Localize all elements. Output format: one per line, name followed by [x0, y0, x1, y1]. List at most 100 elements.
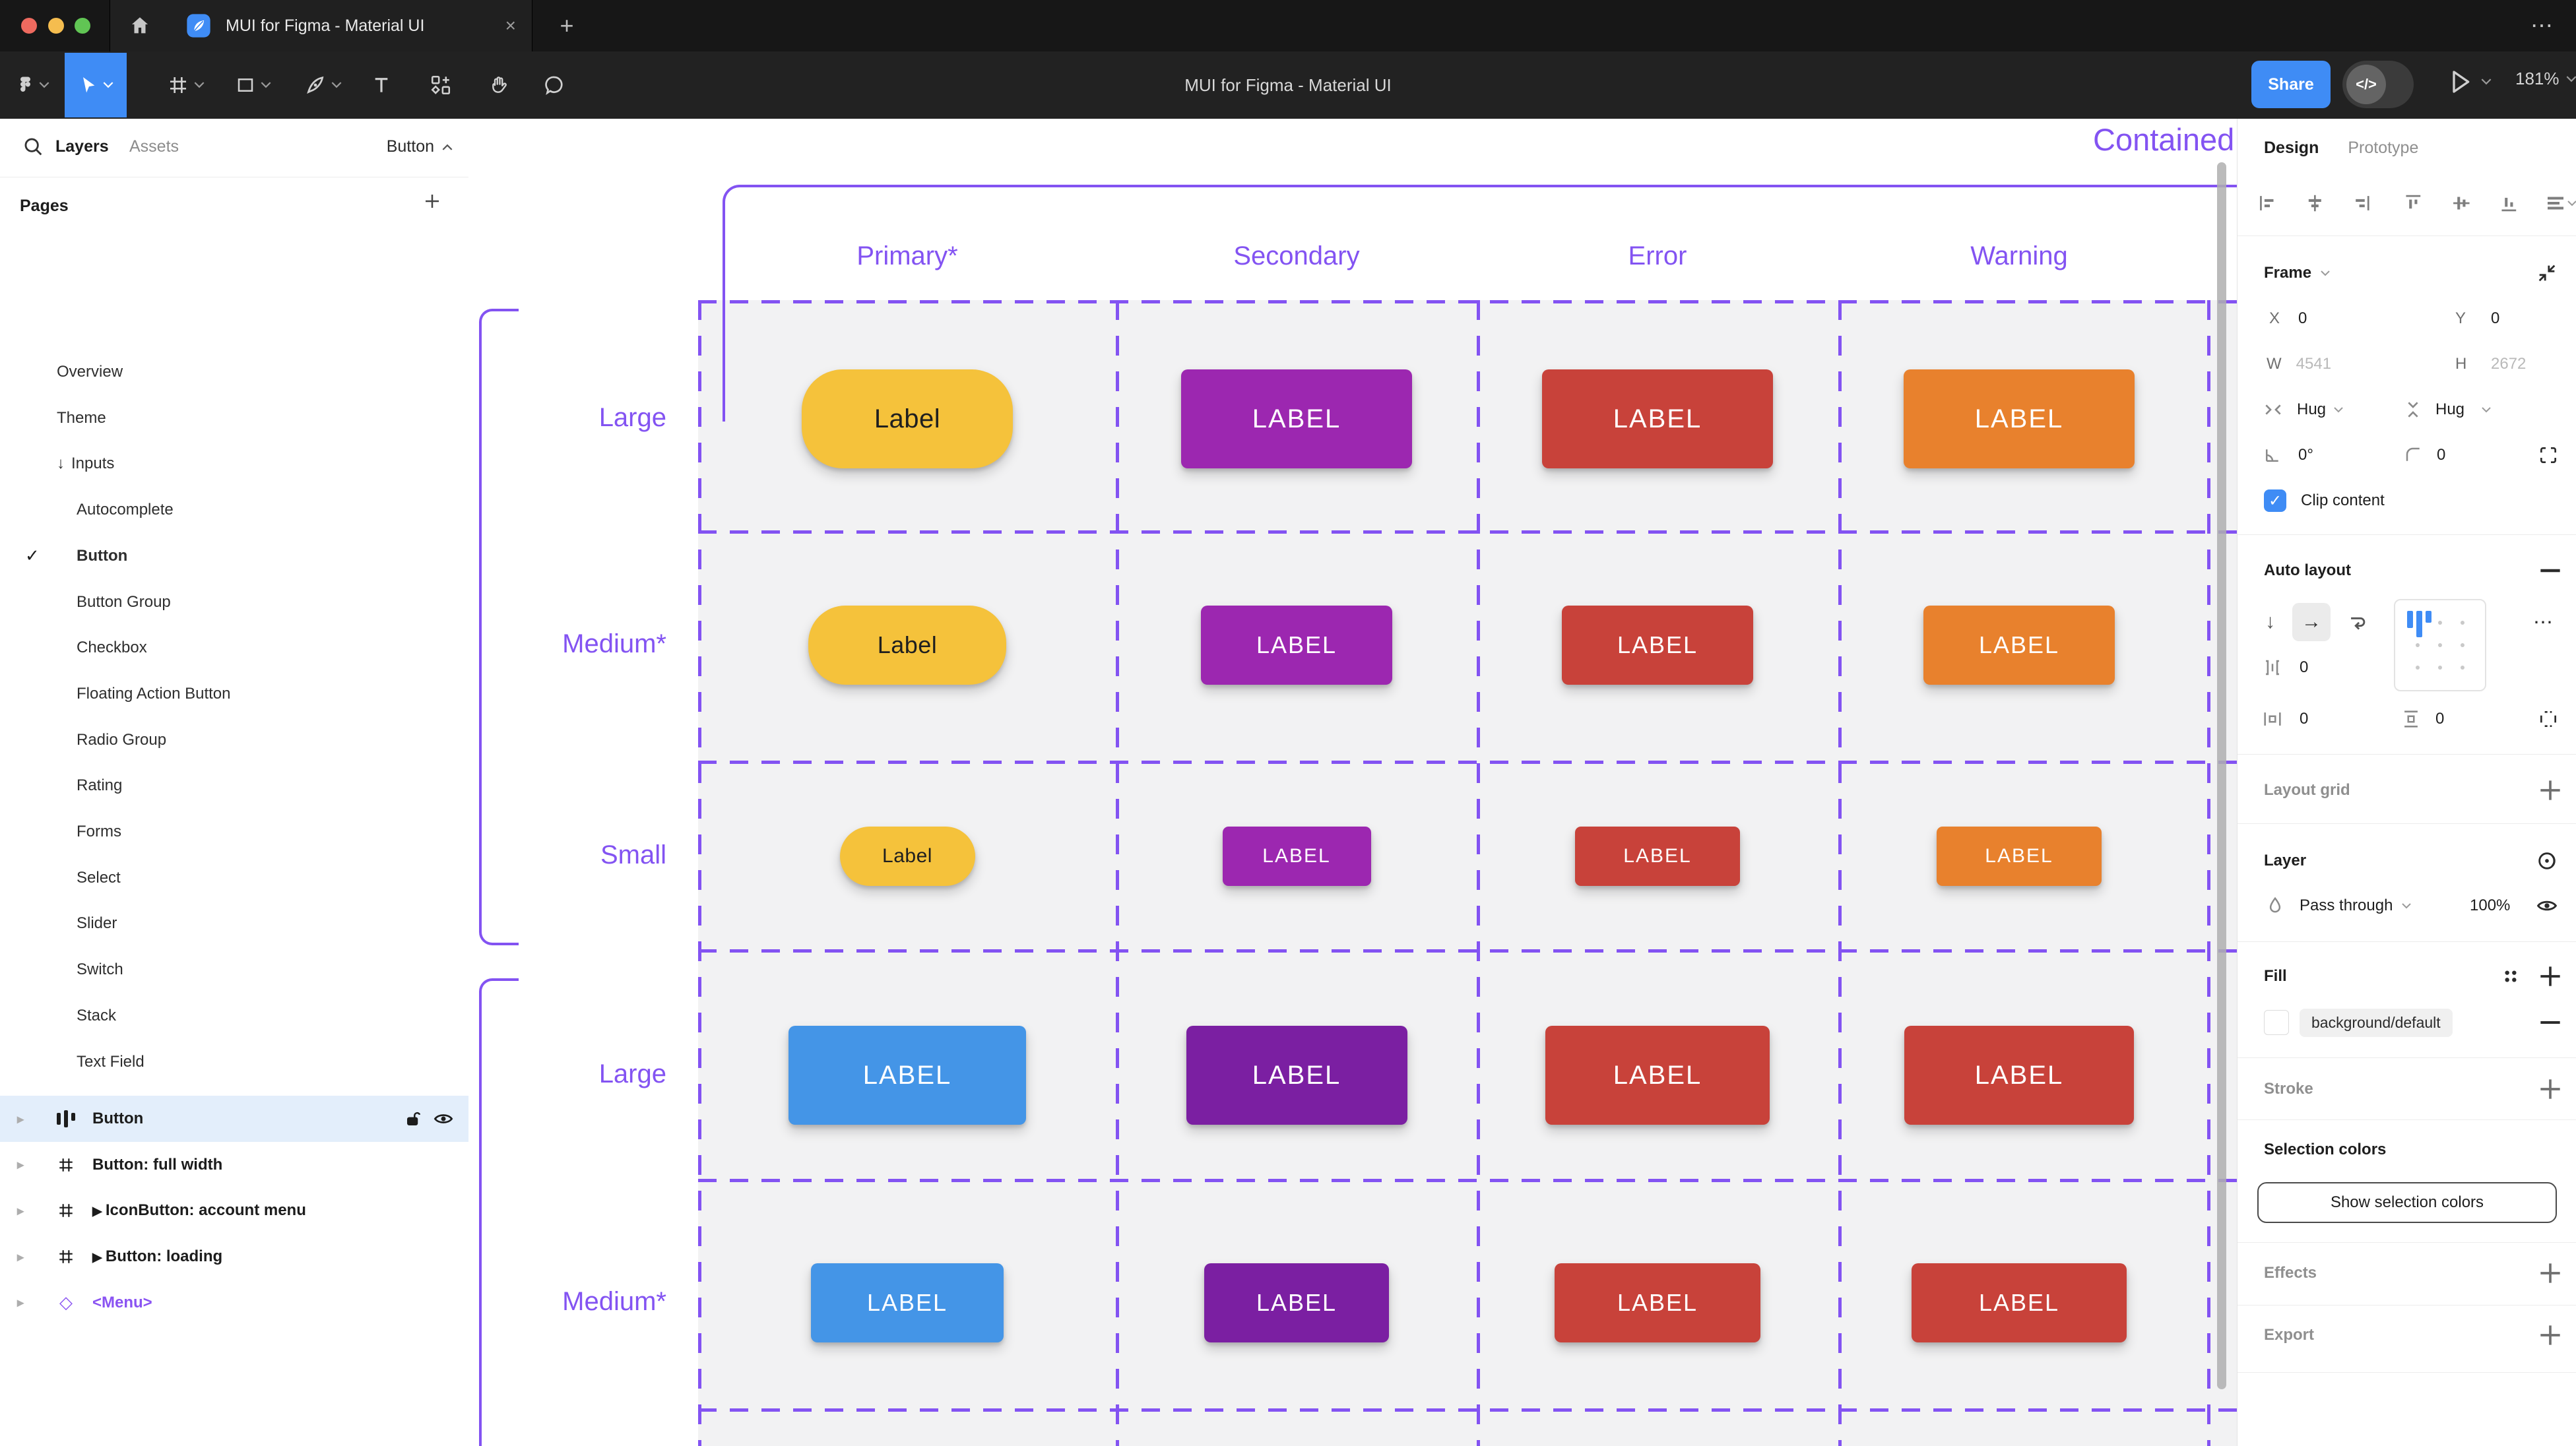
canvas-scrollbar[interactable]: [2217, 162, 2226, 1389]
sidebar-page-item[interactable]: ↓Inputs: [0, 441, 468, 487]
sidebar-page-item[interactable]: Floating Action Button: [0, 671, 468, 717]
canvas-button-sample[interactable]: LABEL: [1201, 606, 1392, 685]
hug-vertical[interactable]: Hug: [2435, 400, 2465, 418]
layer-row[interactable]: ▸◇<Menu>: [0, 1280, 468, 1326]
align-right-icon[interactable]: [2350, 191, 2372, 215]
expand-caret-icon[interactable]: ▸: [17, 1158, 24, 1173]
canvas-button-sample[interactable]: LABEL: [1181, 369, 1412, 468]
sidebar-page-item[interactable]: ✓Button: [0, 533, 468, 579]
comment-tool[interactable]: [533, 51, 575, 119]
sidebar-page-item[interactable]: Text Field: [0, 1039, 468, 1085]
add-page-button[interactable]: [422, 191, 442, 211]
file-tab[interactable]: MUI for Figma - Material UI ×: [169, 0, 532, 51]
clip-content-checkbox[interactable]: ✓: [2264, 489, 2286, 512]
sidebar-page-item[interactable]: Radio Group: [0, 717, 468, 763]
new-tab-button[interactable]: +: [560, 12, 574, 39]
minimize-window-button[interactable]: [48, 18, 64, 34]
search-icon[interactable]: [22, 136, 45, 158]
add-stroke-button[interactable]: [2536, 1075, 2565, 1104]
canvas-button-sample[interactable]: Label: [808, 606, 1006, 685]
fill-styles-icon[interactable]: [2500, 966, 2521, 987]
canvas-button-sample[interactable]: LABEL: [811, 1263, 1004, 1342]
expand-caret-icon[interactable]: ▸: [17, 1249, 24, 1265]
layout-vertical-icon[interactable]: ↓: [2265, 611, 2275, 633]
layer-row[interactable]: ▸▶ Button: loading: [0, 1234, 468, 1280]
sidebar-page-item[interactable]: Rating: [0, 763, 468, 809]
window-more-menu[interactable]: ⋯: [2530, 13, 2554, 38]
canvas-button-sample[interactable]: LABEL: [1904, 1026, 2134, 1125]
canvas-button-sample[interactable]: LABEL: [1923, 606, 2115, 685]
canvas-button-sample[interactable]: LABEL: [1937, 827, 2102, 886]
fullscreen-window-button[interactable]: [75, 18, 90, 34]
layer-row[interactable]: ▸▶ IconButton: account menu: [0, 1187, 468, 1234]
sidebar-page-item[interactable]: Slider: [0, 900, 468, 947]
sidebar-page-item[interactable]: Autocomplete: [0, 487, 468, 533]
tab-layers[interactable]: Layers: [55, 137, 109, 156]
pen-tool[interactable]: [289, 51, 358, 119]
canvas-button-sample[interactable]: LABEL: [1204, 1263, 1389, 1342]
independent-padding-icon[interactable]: [2538, 708, 2559, 730]
sidebar-page-item[interactable]: Overview: [0, 349, 468, 395]
vertical-padding-value[interactable]: 0: [2435, 710, 2445, 728]
hand-tool[interactable]: [478, 51, 520, 119]
expand-caret-icon[interactable]: ▸: [17, 1296, 24, 1311]
unlock-icon[interactable]: [404, 1109, 424, 1129]
auto-layout-more-icon[interactable]: ⋯: [2533, 611, 2554, 633]
instance-swap-arrow-icon[interactable]: ▶: [92, 1205, 106, 1219]
dev-mode-toggle[interactable]: </>: [2342, 61, 2414, 108]
visibility-eye-icon[interactable]: [433, 1108, 454, 1129]
tab-assets[interactable]: Assets: [129, 137, 179, 156]
instance-swap-arrow-icon[interactable]: ▶: [92, 1251, 106, 1265]
tab-design[interactable]: Design: [2264, 138, 2319, 157]
h-value[interactable]: 2672: [2491, 355, 2527, 373]
w-value[interactable]: 4541: [2296, 355, 2332, 373]
canvas-button-sample[interactable]: LABEL: [1542, 369, 1773, 468]
show-selection-colors-button[interactable]: Show selection colors: [2257, 1182, 2557, 1223]
move-tool-selected[interactable]: [65, 53, 127, 117]
canvas-button-sample[interactable]: LABEL: [1186, 1026, 1407, 1125]
sidebar-page-item[interactable]: Select: [0, 855, 468, 901]
text-tool[interactable]: [362, 51, 401, 119]
frame-section-label[interactable]: Frame: [2264, 264, 2312, 282]
rotation-value[interactable]: 0°: [2298, 446, 2313, 464]
expand-caret-icon[interactable]: ▸: [17, 1112, 24, 1127]
sidebar-page-item[interactable]: Switch: [0, 947, 468, 993]
canvas-button-sample[interactable]: LABEL: [1912, 1263, 2127, 1342]
sidebar-page-item[interactable]: Stack: [0, 993, 468, 1039]
frame-tool[interactable]: [153, 51, 219, 119]
close-tab-icon[interactable]: ×: [505, 15, 516, 36]
canvas-button-sample[interactable]: LABEL: [789, 1026, 1026, 1125]
blend-mode-value[interactable]: Pass through: [2300, 896, 2393, 914]
align-left-icon[interactable]: [2257, 191, 2279, 215]
home-tab[interactable]: [110, 0, 170, 51]
blend-mode-icon[interactable]: [2536, 850, 2558, 872]
frame-title[interactable]: Contained: [2093, 122, 2235, 157]
sidebar-page-item[interactable]: Theme: [0, 395, 468, 441]
horizontal-padding-value[interactable]: 0: [2300, 710, 2309, 728]
x-value[interactable]: 0: [2298, 309, 2307, 327]
sidebar-page-item[interactable]: Button Group: [0, 579, 468, 625]
canvas-button-sample[interactable]: LABEL: [1562, 606, 1753, 685]
auto-layout-alignment-widget[interactable]: [2394, 599, 2486, 691]
main-menu-button[interactable]: [13, 51, 50, 119]
canvas-button-sample[interactable]: LABEL: [1222, 827, 1371, 886]
layout-horizontal-icon-selected[interactable]: →: [2292, 603, 2331, 641]
resources-tool[interactable]: [420, 51, 462, 119]
independent-corners-icon[interactable]: [2538, 445, 2559, 466]
align-top-icon[interactable]: [2402, 191, 2424, 215]
align-vertical-center-icon[interactable]: [2451, 191, 2472, 215]
corner-radius-value[interactable]: 0: [2437, 446, 2446, 464]
add-effect-button[interactable]: [2536, 1259, 2565, 1288]
eye-icon[interactable]: [2536, 895, 2558, 917]
layer-row[interactable]: ▸Button: full width: [0, 1142, 468, 1188]
canvas-button-sample[interactable]: LABEL: [1545, 1026, 1770, 1125]
present-button[interactable]: [2449, 69, 2492, 95]
expand-caret-icon[interactable]: ▸: [17, 1203, 24, 1218]
canvas-button-sample[interactable]: LABEL: [1555, 1263, 1760, 1342]
gap-value[interactable]: 0: [2300, 658, 2309, 676]
close-window-button[interactable]: [21, 18, 37, 34]
canvas-button-sample[interactable]: LABEL: [1904, 369, 2135, 468]
remove-fill-button[interactable]: [2536, 1008, 2565, 1037]
remove-auto-layout-button[interactable]: [2536, 556, 2565, 585]
